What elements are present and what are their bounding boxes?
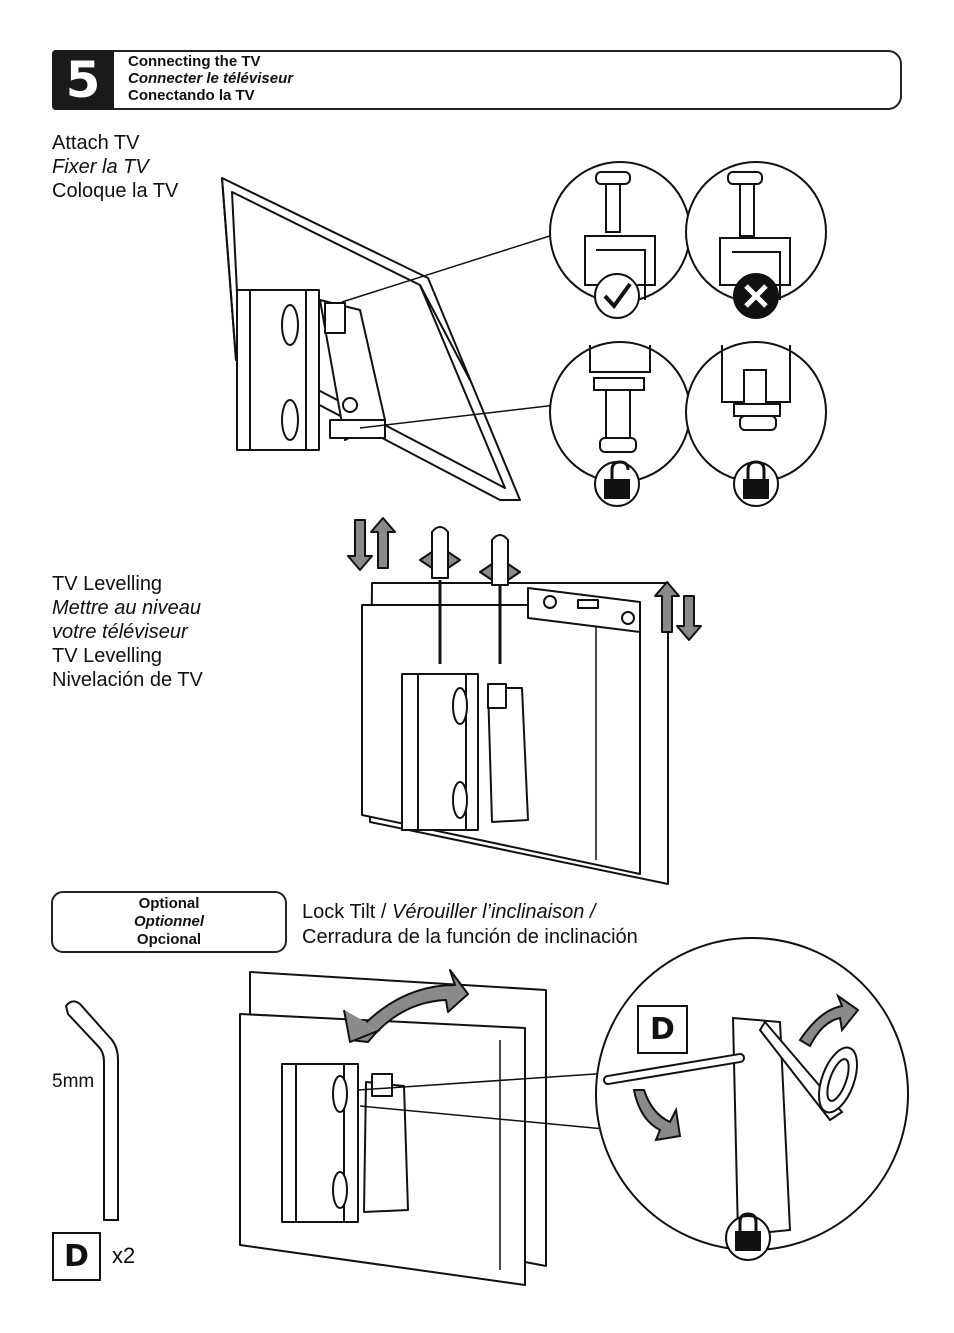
tool-part-d: D (52, 1232, 101, 1281)
lock-tilt-es: Cerradura de la función de inclinación (302, 926, 638, 948)
detail-correct (549, 161, 691, 319)
cross-icon (744, 284, 768, 308)
arrow-up-icon (370, 517, 396, 569)
levelling-es: Nivelación de TV (52, 669, 203, 691)
allen-key-icon (64, 1000, 119, 1221)
attach-es: Coloque la TV (52, 180, 179, 202)
attach-tv-illustration (221, 177, 557, 501)
arrow-up-icon-2 (654, 581, 680, 633)
rotate-down-arrow-icon (632, 1089, 682, 1142)
optional-fr: Optionnel (134, 913, 204, 930)
callout-part-d: D (637, 1005, 688, 1054)
unlock-icon (604, 479, 630, 499)
lock-tilt-illustration (239, 969, 616, 1286)
lock-icon (743, 479, 769, 499)
attach-en: Attach TV (52, 132, 140, 154)
lock-icon-2 (735, 1231, 761, 1251)
lock-tilt-fr: Vérouiller l’inclinaison / (392, 901, 596, 923)
arrow-down-icon (347, 519, 373, 571)
optional-badge: Optional Optionnel Opcional (51, 891, 287, 953)
lock-tilt-title: Lock Tilt / Vérouiller l’inclinaison / C… (302, 900, 638, 950)
levelling-caption: TV Levelling Mettre au niveau votre télé… (52, 572, 203, 692)
levelling-fr-1: Mettre au niveau (52, 597, 201, 619)
optional-es: Opcional (136, 931, 202, 948)
levelling-illustration (347, 517, 702, 885)
step-number: 5 (52, 50, 114, 110)
levelling-en-2: TV Levelling (52, 645, 163, 667)
attach-caption: Attach TV Fixer la TV Coloque la TV (52, 131, 178, 203)
step-title-es: Conectando la TV (128, 87, 255, 104)
step-title-fr: Connecter le téléviseur (128, 70, 294, 87)
tool-quantity: x2 (112, 1243, 136, 1268)
tilt-arrow-icon (349, 969, 469, 1043)
check-icon (603, 282, 632, 310)
optional-en: Optional (138, 895, 200, 912)
levelling-fr-2: votre téléviseur (52, 621, 188, 643)
detail-wrong (685, 161, 827, 319)
step-titles: Connecting the TV Connecter le téléviseu… (128, 53, 293, 104)
arrow-down-icon-2 (676, 595, 702, 641)
step-title-en: Connecting the TV (128, 53, 261, 70)
lock-tilt-en: Lock Tilt / (302, 901, 393, 923)
levelling-en: TV Levelling (52, 573, 163, 595)
tool-size: 5mm (52, 1071, 95, 1092)
detail-locked (685, 341, 827, 507)
lock-tilt-detail (595, 937, 909, 1261)
detail-unlocked (549, 341, 691, 507)
rotate-arrow-icon (798, 993, 860, 1048)
attach-fr: Fixer la TV (52, 156, 149, 178)
